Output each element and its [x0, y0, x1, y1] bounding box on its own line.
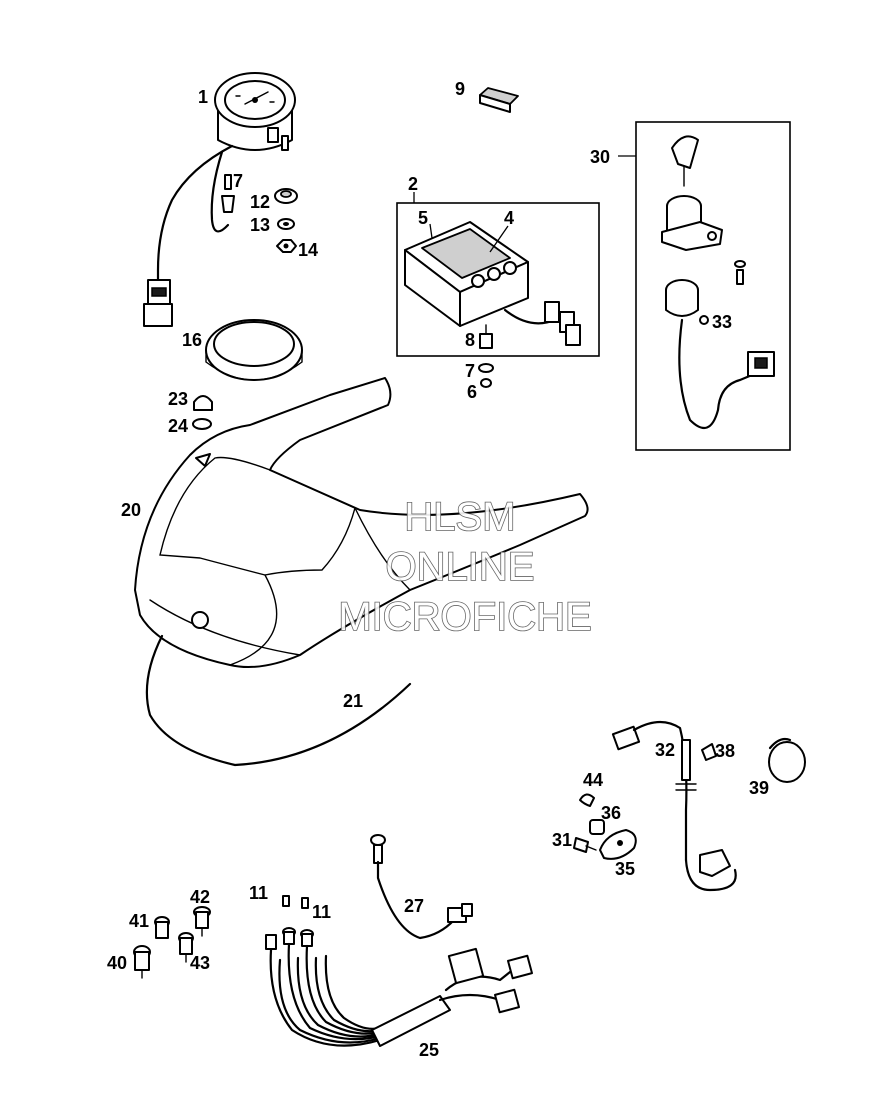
label-21: 21	[343, 691, 363, 711]
label-25: 25	[419, 1040, 439, 1060]
label-41: 41	[129, 911, 149, 931]
speedometer	[143, 72, 296, 327]
sleeve-36	[589, 819, 605, 835]
clamp-39	[768, 737, 806, 783]
label-33: 33	[712, 312, 732, 332]
trim-strip-21	[145, 634, 412, 767]
bulb-43	[178, 932, 194, 963]
label-11-right: 11	[312, 902, 331, 922]
clip-38	[701, 743, 717, 761]
label-23: 23	[168, 389, 188, 409]
label-39: 39	[749, 778, 769, 798]
grommet-12	[274, 188, 298, 204]
label-5: 5	[418, 208, 428, 228]
ring-16	[205, 319, 303, 381]
label-7-mid: 7	[465, 361, 475, 381]
label-9: 9	[455, 79, 465, 99]
label-11-left: 11	[249, 883, 268, 903]
washer-7	[478, 363, 494, 373]
label-1: 1	[198, 87, 208, 107]
label-16: 16	[182, 330, 202, 350]
watermark-line-2: ONLINE	[386, 545, 535, 589]
nut-6	[480, 378, 492, 388]
bulb-40	[133, 945, 151, 979]
block-9	[479, 87, 519, 113]
nut-14	[276, 239, 297, 253]
bulb-42	[193, 906, 211, 937]
label-12: 12	[250, 192, 270, 212]
label-32: 32	[655, 740, 675, 760]
pin-7-top	[221, 174, 235, 213]
wiring-harness-25	[265, 895, 533, 1047]
spacer-8	[479, 324, 493, 349]
ignition-key	[671, 135, 699, 187]
ignition-sensor	[665, 279, 775, 430]
label-31: 31	[552, 830, 572, 850]
label-38: 38	[715, 741, 735, 761]
label-4: 4	[504, 208, 514, 228]
label-30: 30	[590, 147, 610, 167]
watermark-line-1: HLSM	[404, 495, 515, 539]
instrument-display	[404, 221, 581, 346]
label-20: 20	[121, 500, 141, 520]
sensor-cable-32	[611, 720, 737, 892]
ignition-lock	[661, 195, 723, 251]
label-44: 44	[583, 770, 603, 790]
ignition-bolt	[734, 260, 746, 285]
clip-44	[579, 793, 595, 807]
label-7-top: 7	[233, 171, 243, 191]
label-6: 6	[467, 382, 477, 402]
bulb-41	[154, 916, 170, 939]
cable-27	[370, 834, 473, 940]
washer-24	[192, 418, 212, 430]
label-36: 36	[601, 803, 621, 823]
cap-nut-23	[193, 395, 213, 411]
screw-33	[699, 315, 709, 325]
watermark-line-3: MICROFICHE	[338, 595, 591, 639]
label-24: 24	[168, 416, 188, 436]
bracket-35	[599, 829, 637, 860]
label-8: 8	[465, 330, 475, 350]
leader-lines	[413, 155, 636, 253]
label-27: 27	[404, 896, 424, 916]
bolt-31	[573, 837, 597, 853]
fairing-20	[134, 377, 589, 668]
washer-13	[277, 218, 295, 230]
label-43: 43	[190, 953, 210, 973]
label-42: 42	[190, 887, 210, 907]
label-13: 13	[250, 215, 270, 235]
label-35: 35	[615, 859, 635, 879]
group-frame-30	[635, 121, 791, 451]
label-14: 14	[298, 240, 318, 260]
label-2: 2	[408, 174, 418, 194]
group-frame-2	[396, 202, 600, 357]
label-40: 40	[107, 953, 127, 973]
